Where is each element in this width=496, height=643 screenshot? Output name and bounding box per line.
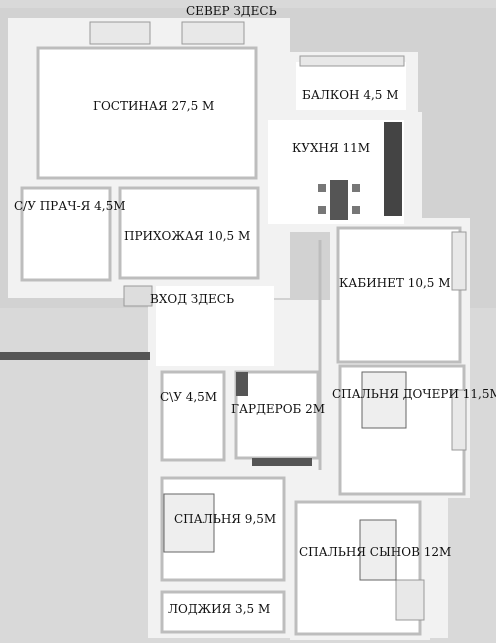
living-room: [38, 48, 256, 178]
north-label: СЕВЕР ЗДЕСЬ: [186, 4, 277, 18]
laundry-label: С/У ПРАЧ-Я 4,5М: [14, 199, 126, 213]
hallway-label: ПРИХОЖАЯ 10,5 М: [124, 229, 251, 243]
wardrobe-room: [236, 372, 318, 458]
daughter-bedroom-label: СПАЛЬНЯ ДОЧЕРИ 11,5М: [332, 387, 496, 401]
bedroom-bed: [163, 493, 215, 553]
bedroom-label: СПАЛЬНЯ 9,5М: [174, 512, 277, 526]
entrance-label: ВХОД ЗДЕСЬ: [150, 292, 235, 306]
furniture: [123, 122, 407, 581]
bath-room: [162, 372, 224, 460]
hallway-room: [120, 188, 258, 278]
wardrobe-drawers: [252, 458, 312, 466]
kitchen-label: КУХНЯ 11М: [292, 141, 371, 155]
sons-bed: [359, 519, 397, 581]
laundry-room: [22, 188, 110, 280]
office-label: КАБИНЕТ 10,5 М: [339, 276, 451, 290]
windows: [89, 21, 467, 621]
entrance-room: [156, 286, 274, 366]
wardrobe-label: ГАРДЕРОБ 2М: [231, 402, 326, 416]
balcony-room: [296, 62, 406, 110]
office-room: [338, 228, 460, 362]
entrance-door: [123, 285, 153, 307]
bath-label: С\У 4,5М: [160, 390, 218, 404]
loggia-room: [162, 592, 284, 632]
living-room-label: ГОСТИНАЯ 27,5 М: [93, 99, 215, 113]
loggia-label: ЛОДЖИЯ 3,5 М: [168, 602, 271, 616]
kitchen-cabinets: [384, 122, 402, 216]
balcony-label: БАЛКОН 4,5 М: [302, 88, 399, 102]
interior-walls: [20, 46, 466, 636]
room-floors: [22, 48, 464, 634]
wardrobe-shelves: [236, 372, 248, 396]
kitchen-table: [330, 180, 348, 220]
daughter-bed: [361, 371, 407, 429]
sons-bedroom-label: СПАЛЬНЯ СЫНОВ 12М: [299, 545, 452, 559]
